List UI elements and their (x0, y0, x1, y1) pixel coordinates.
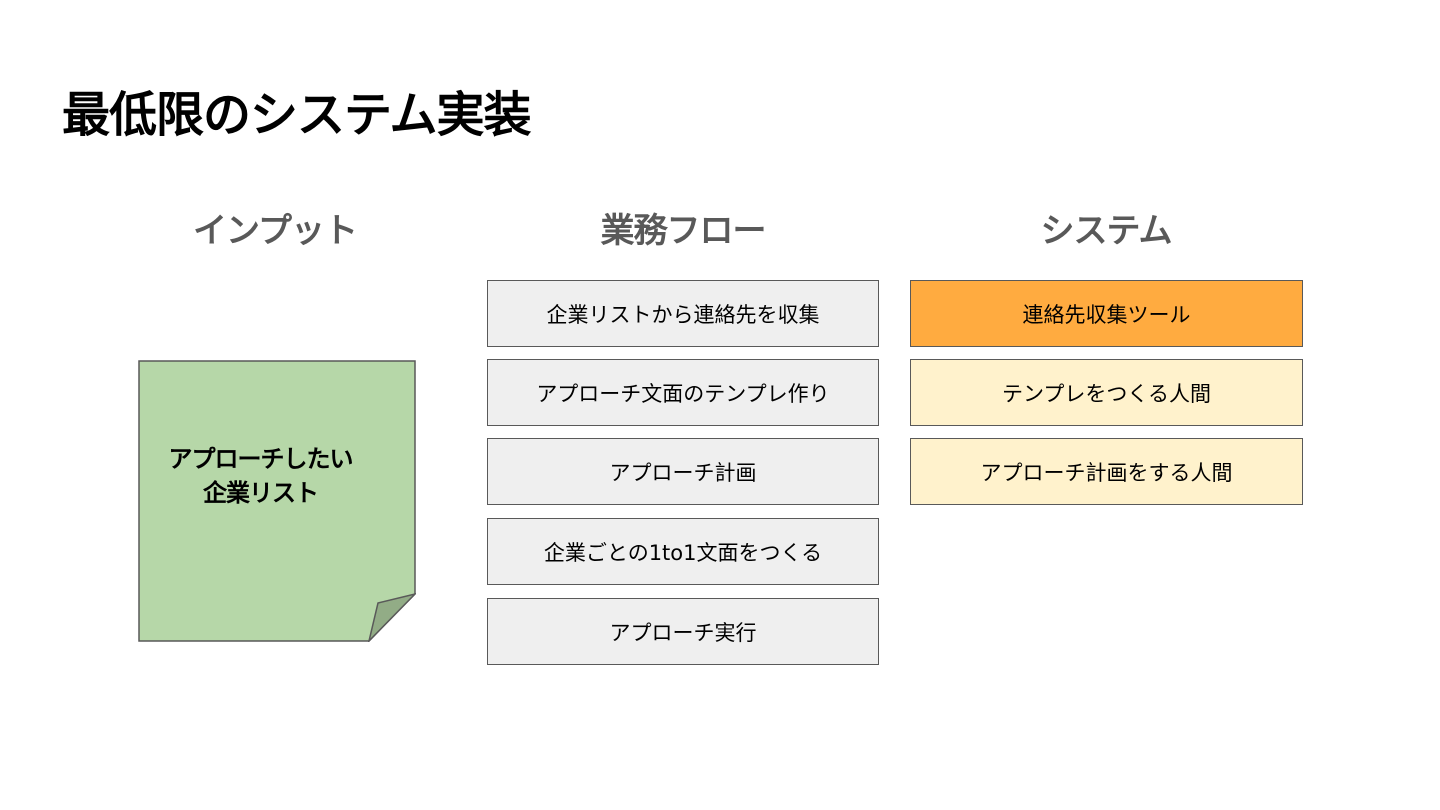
sticky-note-shape (138, 360, 416, 642)
flow-step-approach-plan: アプローチ計画 (487, 438, 879, 505)
input-sticky-note: アプローチしたい 企業リスト (138, 360, 416, 642)
flow-step-create-template: アプローチ文面のテンプレ作り (487, 359, 879, 426)
input-note-text: アプローチしたい 企業リスト (138, 442, 383, 510)
column-header-input: インプット (193, 211, 358, 251)
input-note-line-1: アプローチしたい (168, 445, 354, 473)
slide-title: 最低限のシステム実装 (62, 87, 532, 143)
sticky-note-fold (367, 592, 416, 642)
input-note-line-2: 企業リスト (203, 479, 319, 507)
flow-step-collect-contacts: 企業リストから連絡先を収集 (487, 280, 879, 347)
column-header-flow: 業務フロー (600, 211, 767, 251)
system-item-contact-tool: 連絡先収集ツール (910, 280, 1303, 347)
flow-step-execute-approach: アプローチ実行 (487, 598, 879, 665)
flow-step-write-1to1-message: 企業ごとの1to1文面をつくる (487, 518, 879, 585)
system-item-planning-human: アプローチ計画をする人間 (910, 438, 1303, 505)
system-item-template-human: テンプレをつくる人間 (910, 359, 1303, 426)
column-header-system: システム (1040, 211, 1173, 251)
